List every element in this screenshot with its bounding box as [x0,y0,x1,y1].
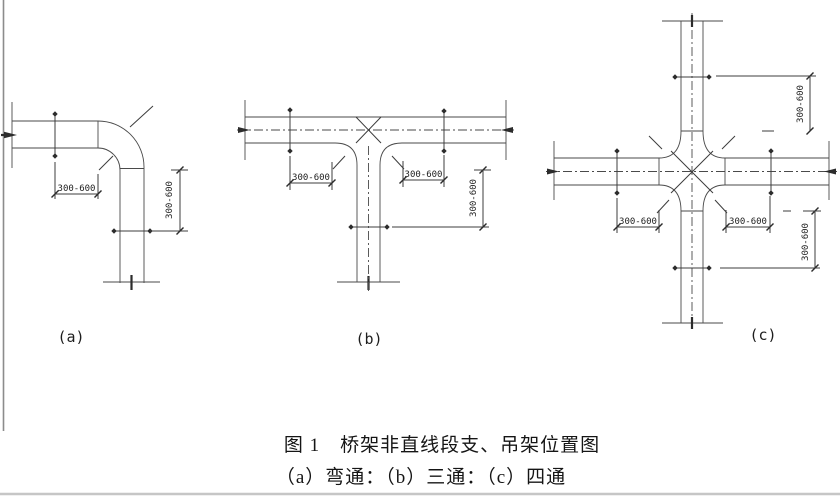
dimension-a-vertical: 300-600 [150,166,188,235]
support-mark [52,111,58,159]
junction-corner-slash [648,135,663,150]
elbow-centerline-arrow [1,131,17,139]
dimension-label: 300-600 [619,217,657,227]
dimension-leader-slash [391,155,405,170]
cross-diagram: 300-600 300-600 300-600 3 [546,13,837,344]
dimension-c-bottom-left: 300-600 [613,198,663,233]
dimension-a-horizontal: 300-600 [51,162,102,199]
dimension-c-bottom-right: 300-600 [722,196,774,233]
dimension-b-vertical: 300-600 [392,166,491,231]
support-mark [672,265,712,271]
junction-x-mark [670,150,714,194]
dimension-label: 300-600 [469,179,479,217]
dimension-label: 300-600 [292,173,330,183]
figure-caption: 图 1 桥架非直线段支、吊架位置图 （a）弯通：（b）三通：（c）四通 [276,434,600,488]
support-mark [348,224,390,230]
bend-reference-slash [129,105,154,128]
junction-corner-slash [721,135,736,150]
dimension-b-right: 300-600 [399,155,448,187]
dimension-label: 300-600 [729,217,767,227]
centerline-arrow [238,127,250,133]
dimension-c-top-vertical: 300-600 [716,72,816,135]
centerline-arrow [547,168,559,175]
dimension-c-bottom-vertical: 300-600 [720,207,821,272]
dimension-label: 300-600 [405,170,443,180]
tee-branch-left-edge [334,142,358,282]
cross-fillet-curves [658,130,726,212]
figure-caption-title: 图 1 桥架非直线段支、吊架位置图 [284,434,600,456]
support-mark [441,108,447,154]
support-mark [111,228,153,234]
diagram-label-b: (b) [355,330,382,348]
centerline-arrow [501,127,513,133]
support-mark [672,74,712,80]
diagram-label-a: (a) [57,328,84,346]
dimension-label: 300-600 [58,184,96,194]
diagram-label-c: (c) [749,326,776,344]
dimension-leader-slash [332,155,346,170]
tee-diagram: 300-600 300-600 300-600 (b) [237,100,514,348]
dimension-label: 300-600 [165,181,175,219]
junction-x-mark [355,116,382,144]
support-mark [614,148,620,196]
dimension-label: 300-600 [801,223,811,261]
support-mark [287,107,293,154]
tee-branch-right-edge [379,142,403,282]
elbow-diagram: 300-600 300-600 (a) [1,102,188,346]
dimension-label: 300-600 [796,85,806,123]
elbow-tray-inner-edge [12,147,121,283]
dimension-leader-slash [714,199,728,214]
centerline-arrow [824,168,836,175]
dimension-leader-slash [98,155,114,171]
support-mark [768,148,774,196]
elbow-tray-outer-edge [12,120,145,283]
figure-caption-subtitle: （a）弯通：（b）三通：（c）四通 [276,466,566,488]
dimension-b-left: 300-600 [286,156,336,190]
